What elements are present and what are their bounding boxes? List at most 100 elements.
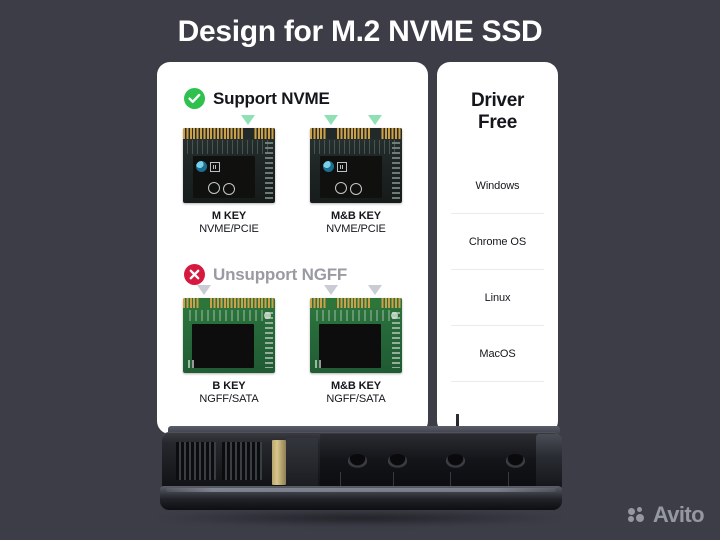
list-item: MacOS [451,326,544,382]
smd-components [315,360,323,368]
drive-caption: B KEY NGFF/SATA [199,380,258,406]
certification-mark-icon [335,182,347,194]
qr-mark-icon [210,162,220,172]
vent-slots-group [176,442,216,480]
tray-seam [508,472,509,487]
list-item: Windows [451,158,544,214]
list-item: Chrome OS [451,214,544,270]
os-compatibility-list: Windows Chrome OS Linux MacOS [451,158,544,382]
tray-seam [393,472,394,487]
pin-notch [243,128,254,139]
unsupport-section-header: Unsupport NGFF [184,264,347,285]
ssd-board-image [183,298,275,373]
drive-caption: M&B KEY NVME/PCIE [326,210,386,236]
tray-seam [340,472,341,487]
side-pads [392,312,400,368]
notch-markers [310,284,402,297]
vent-slots-group [222,442,262,480]
mount-hole [391,312,398,319]
notch-marker-icon [324,285,338,295]
support-section-label: Support NVME [213,88,330,108]
drive-key-label: B KEY [212,380,246,392]
product-photo-enclosure [150,414,570,536]
drive-card-m-key: M KEY NVME/PCIE [174,114,284,236]
hinge-post [456,414,459,432]
certification-mark-icon [208,182,220,194]
mount-hole [264,312,271,319]
notch-markers [310,114,402,127]
pin-notch [370,298,381,308]
side-pads [265,312,273,368]
drive-interface-label: NGFF/SATA [326,393,386,405]
os-name-label: MacOS [479,347,516,360]
recycle-mark-icon [223,183,235,195]
os-name-label: Windows [475,179,520,192]
drive-key-label: M KEY [211,210,247,222]
enclosure-base-highlight [166,488,556,492]
check-circle-icon [184,88,205,109]
drive-card-mb-key-ngff: M&B KEY NGFF/SATA [301,284,411,406]
ssd-board-image [183,128,275,203]
side-pads [392,142,400,200]
pcb-traces [314,140,398,154]
vendor-logo-icon [196,161,207,172]
driver-free-title: Driver Free [437,90,558,134]
notch-marker-icon [241,115,255,125]
pin-notch [370,128,381,139]
notch-marker-icon [324,115,338,125]
enclosure-end-cap [536,434,562,490]
standoff-hole [348,454,367,467]
vendor-logo-icon [323,161,334,172]
unsupport-section-label: Unsupport NGFF [213,264,348,284]
smd-components [188,360,196,368]
drive-card-mb-key-nvme: M&B KEY NVME/PCIE [301,114,411,236]
nand-chip [192,324,254,368]
drop-shadow [158,510,562,526]
drive-key-label: M&B KEY [330,380,381,392]
gold-pins [310,298,402,308]
unsupported-drive-row: B KEY NGFF/SATA [174,284,411,406]
pcb-traces [316,310,390,321]
ssd-board-image [310,128,402,203]
standoff-hole [388,454,407,467]
gold-pins [310,128,402,139]
gold-pins [183,298,275,308]
avito-watermark: Avito [627,502,705,527]
pin-notch [199,298,209,308]
qr-mark-icon [337,162,347,172]
gold-pins [183,128,275,139]
compatibility-card: Support NVME [157,62,428,434]
tray-seam [450,472,451,487]
driver-free-title-line1: Driver [470,90,525,111]
os-name-label: Linux [484,291,511,304]
notch-markers [183,284,275,297]
pin-notch [326,298,336,308]
support-section-header: Support NVME [184,88,330,109]
pcb-traces [187,140,271,154]
nand-chip [319,324,381,368]
pcb-traces [189,310,263,321]
drive-key-label: M&B KEY [330,210,382,222]
drive-caption: M KEY NVME/PCIE [199,210,259,236]
m2-connector-slot [272,440,286,485]
drive-interface-label: NVME/PCIE [199,223,259,235]
side-pads [265,142,273,200]
standoff-hole [506,454,525,467]
driver-free-card: Driver Free Windows Chrome OS Linux MacO… [437,62,558,434]
drive-interface-label: NVME/PCIE [326,223,386,235]
avito-wordmark: Avito [652,502,705,527]
notch-marker-icon [368,115,382,125]
page-title: Design for M.2 NVME SSD [177,15,543,48]
standoff-hole [446,454,465,467]
avito-logo-icon [627,507,647,523]
m2-connector-housing [286,438,318,487]
driver-free-title-line2: Free [478,112,517,133]
notch-marker-icon [197,285,211,295]
drive-caption: M&B KEY NGFF/SATA [326,380,385,406]
x-circle-icon [184,264,205,285]
pin-notch [326,128,336,139]
ssd-board-image [310,298,402,373]
recycle-mark-icon [350,183,362,195]
drive-card-b-key: B KEY NGFF/SATA [174,284,284,406]
